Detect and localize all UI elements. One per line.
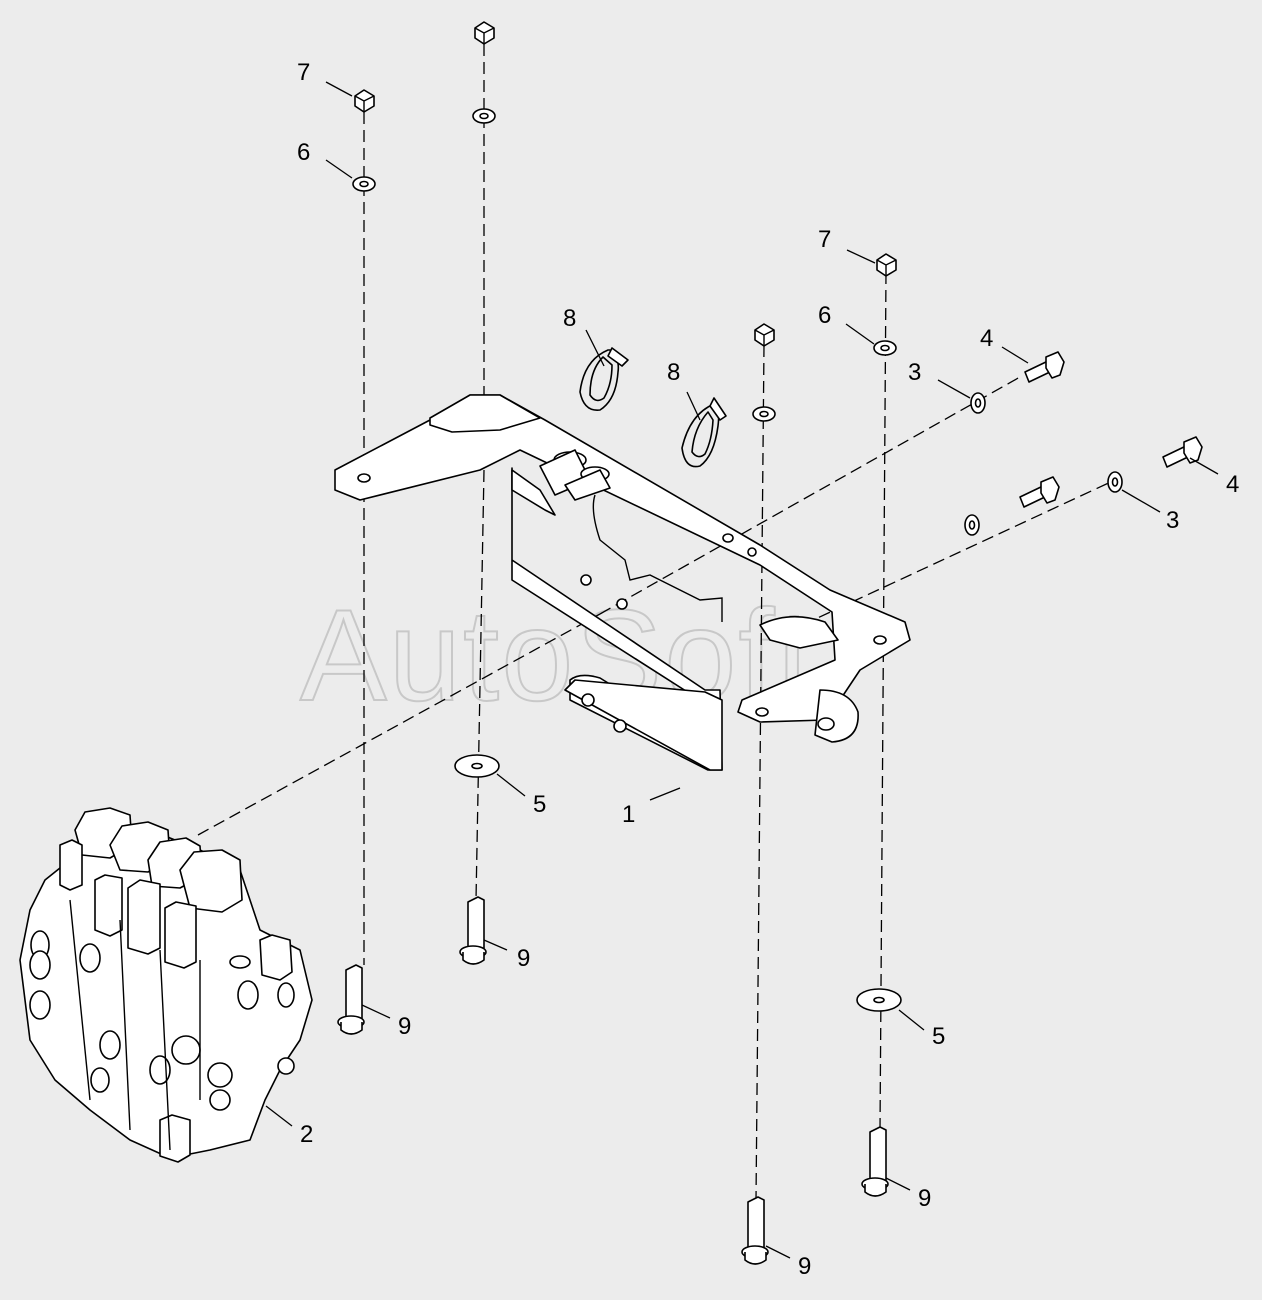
callout-4-lower: 4 bbox=[1226, 471, 1239, 498]
assembly-lines bbox=[197, 44, 1116, 1201]
flange-bolt-center-left bbox=[459, 896, 487, 965]
washer-item5-right bbox=[856, 988, 902, 1012]
bolt-item4-lower bbox=[1162, 436, 1203, 468]
washer-top-center bbox=[472, 108, 496, 124]
callout-labels: 7 6 7 6 8 8 4 3 4 3 5 1 9 9 2 5 9 9 bbox=[297, 59, 1239, 1280]
control-valve bbox=[19, 807, 313, 1163]
flange-bolt-right bbox=[861, 1126, 889, 1197]
callout-5-right: 5 bbox=[932, 1023, 945, 1050]
flange-bolt-left bbox=[337, 964, 365, 1035]
callout-5-left: 5 bbox=[533, 791, 546, 818]
callout-1: 1 bbox=[622, 801, 635, 828]
callout-3-upper: 3 bbox=[908, 359, 921, 386]
leader-lines bbox=[265, 81, 1219, 1259]
callout-7-right: 7 bbox=[818, 226, 831, 253]
cable-tie-left bbox=[579, 347, 629, 411]
callout-7-left: 7 bbox=[297, 59, 310, 86]
bolt-item4-upper bbox=[1024, 351, 1065, 383]
washer-item6-left bbox=[352, 176, 376, 192]
flange-bolt-bottom bbox=[741, 1196, 769, 1265]
callout-9-center: 9 bbox=[517, 945, 530, 972]
washer-item3-lower bbox=[1107, 471, 1123, 493]
washer-bracket-center bbox=[752, 406, 776, 422]
washer-item6-right bbox=[873, 340, 897, 356]
bolt-item4-middle bbox=[1019, 476, 1060, 508]
callout-9-right: 9 bbox=[918, 1185, 931, 1212]
callout-3-lower: 3 bbox=[1166, 507, 1179, 534]
nut-bracket-center bbox=[754, 323, 775, 347]
callout-6-left: 6 bbox=[297, 139, 310, 166]
callout-8-right: 8 bbox=[667, 359, 680, 386]
washer-item3-upper bbox=[970, 392, 986, 414]
nut-top-center bbox=[474, 21, 495, 45]
callout-4-upper: 4 bbox=[980, 325, 993, 352]
callout-8-left: 8 bbox=[563, 305, 576, 332]
washer-item5-left bbox=[454, 754, 500, 778]
callout-2: 2 bbox=[300, 1121, 313, 1148]
mounting-bracket bbox=[334, 394, 911, 771]
callout-9-left: 9 bbox=[398, 1013, 411, 1040]
callout-6-right: 6 bbox=[818, 302, 831, 329]
nut-item7-left bbox=[354, 89, 375, 113]
nut-item7-right bbox=[876, 253, 897, 277]
callout-9-bottom: 9 bbox=[798, 1253, 811, 1280]
cable-tie-right bbox=[681, 397, 727, 468]
washer-item3-middle bbox=[964, 514, 980, 536]
